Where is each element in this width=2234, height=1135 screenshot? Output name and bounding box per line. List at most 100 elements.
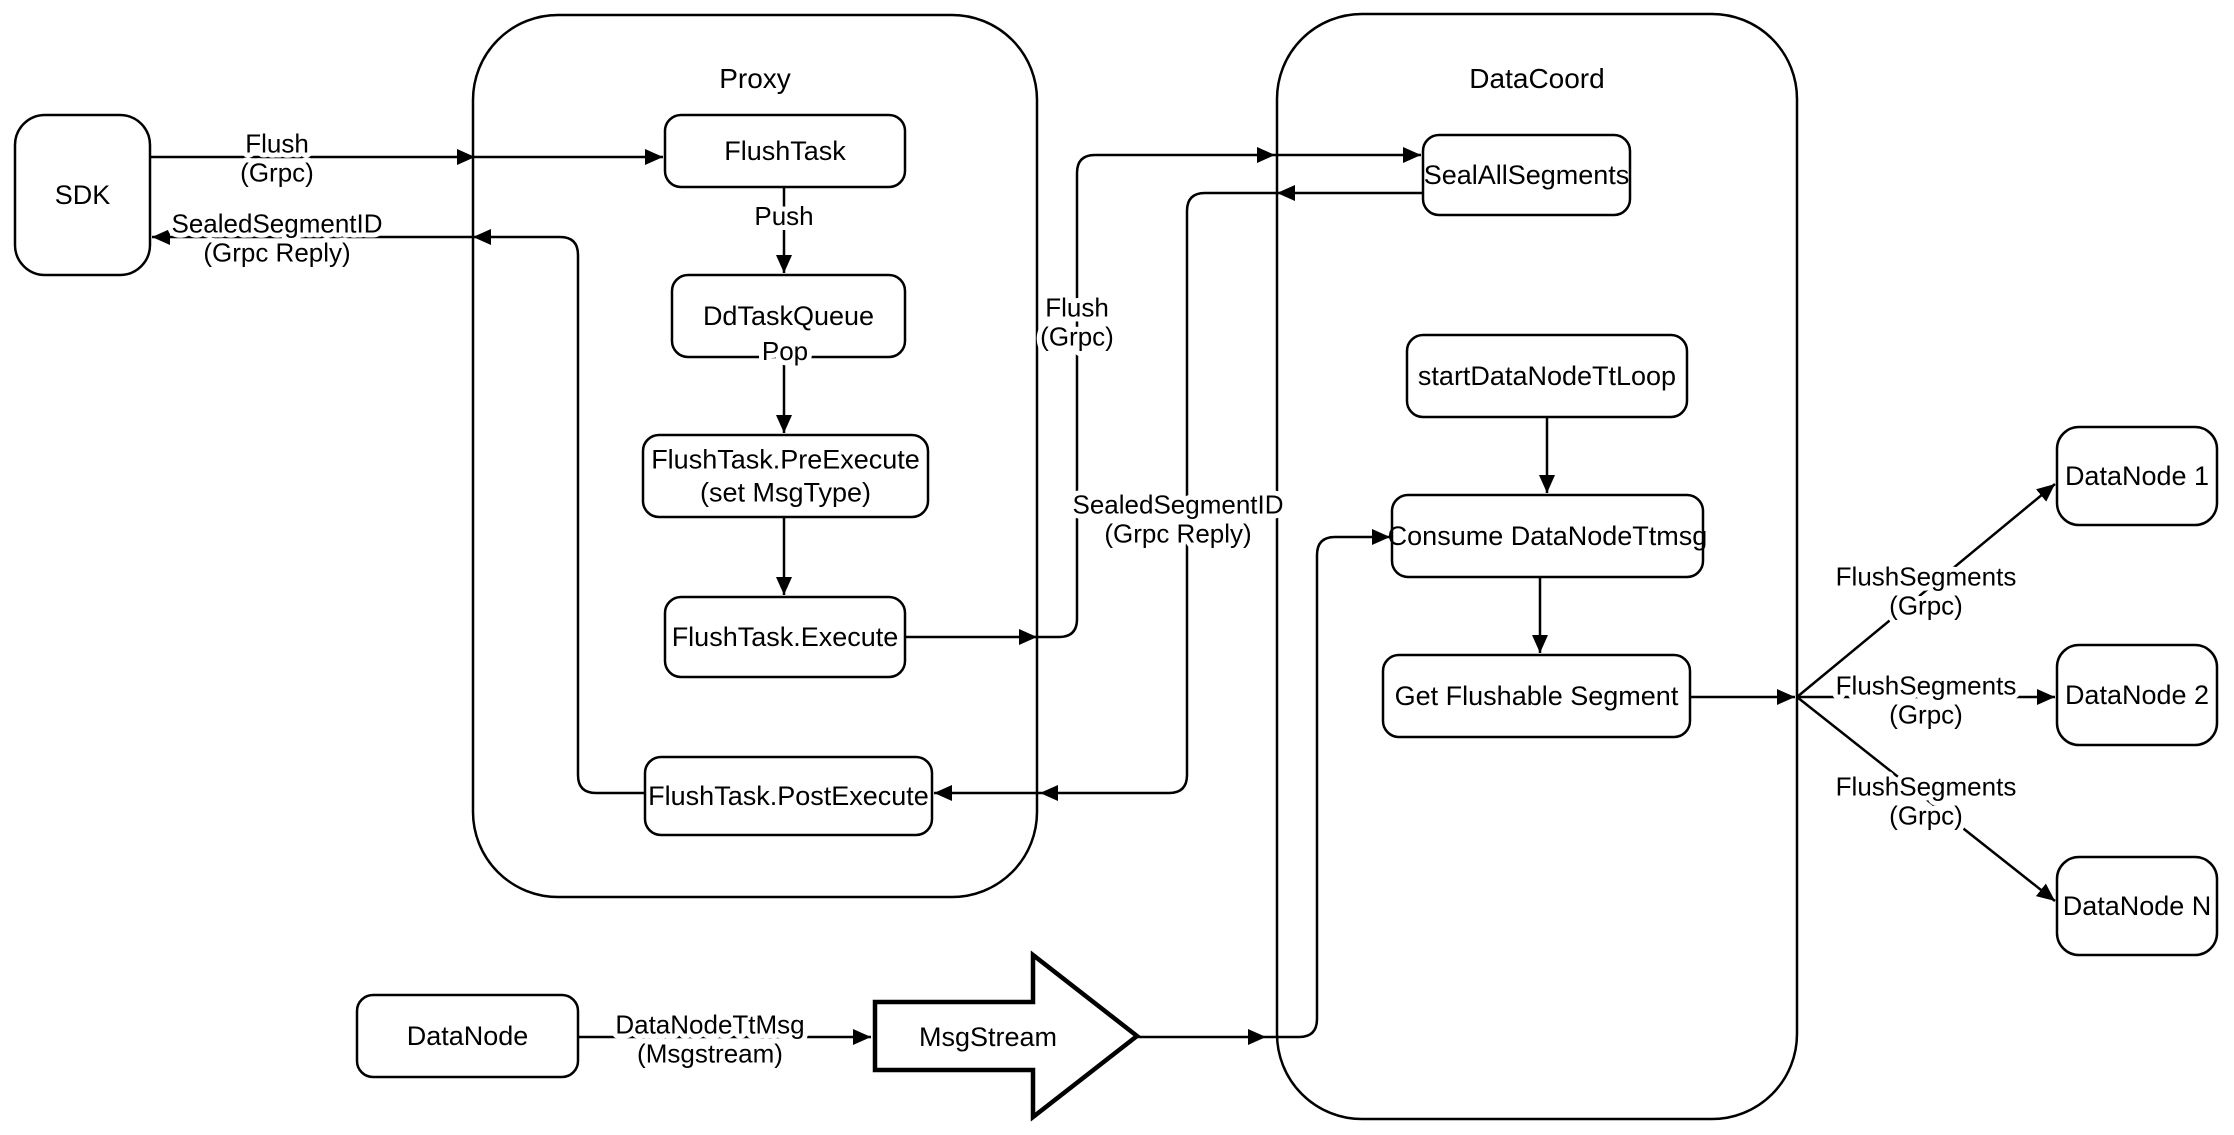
label-flush-grpc-mid-line: Flush [1045, 293, 1109, 323]
label-sealedsegmentid-mid-line: SealedSegmentID [1072, 490, 1283, 520]
node-flushtask: FlushTask [663, 113, 907, 189]
node-datanode-n-box [2055, 855, 2219, 957]
node-sealallsegments-box [1421, 133, 1632, 217]
label-flush-grpc-sdk-line: Flush [245, 129, 309, 159]
edge-postexecute-to-sdk [152, 229, 645, 795]
node-datanode-2-box [2055, 643, 2219, 747]
node-sdk-label-line: SDK [55, 180, 111, 210]
node-sealallsegments: SealAllSegments [1421, 133, 1632, 217]
edge-junction-to-datanoden-path [1796, 696, 2056, 902]
msgstream-shape-label-line: MsgStream [919, 1022, 1057, 1052]
edge-sealallsegments-to-postexecute-crossing-arrowhead-icon [1040, 785, 1058, 801]
node-datanode-bottom-label: DataNode [407, 1021, 529, 1051]
edge-execute-to-sealallsegments-crossing-arrowhead-icon [1019, 629, 1037, 645]
node-datanode-2: DataNode 2 [2055, 643, 2219, 747]
label-sealedsegmentid-sdk: SealedSegmentID(Grpc Reply) [171, 209, 382, 268]
node-ddtaskqueue-box [670, 273, 907, 359]
node-sdk: SDK [13, 113, 152, 277]
node-flushtask-box [663, 113, 907, 189]
node-get-flushable-segment-label: Get Flushable Segment [1395, 681, 1679, 711]
edge-execute-to-sealallsegments [905, 147, 1421, 645]
label-flush-grpc-mid: Flush(Grpc) [1040, 293, 1114, 352]
edge-junction-to-datanode1 [1796, 483, 2056, 698]
datacoord-container: DataCoord [1275, 12, 1799, 1121]
node-datanode-2-label-line: DataNode 2 [2065, 680, 2209, 710]
edge-sdk-to-flushtask-crossing-arrowhead-icon [457, 149, 475, 165]
node-flushtask-postexecute-label-line: FlushTask.PostExecute [648, 781, 929, 811]
node-datanode-bottom-label-line: DataNode [407, 1021, 529, 1051]
node-sealallsegments-label: SealAllSegments [1424, 160, 1630, 190]
label-flush-grpc-sdk-line: (Grpc) [240, 158, 314, 188]
node-datanode-1-label-line: DataNode 1 [2065, 461, 2209, 491]
node-datanode-n-label-line: DataNode N [2063, 891, 2212, 921]
node-datanode-n-label: DataNode N [2063, 891, 2212, 921]
edge-sealallsegments-to-postexecute [934, 185, 1423, 801]
label-flushsegments-3-line: (Grpc) [1889, 801, 1963, 831]
node-consume-datanodettmsg-label: Consume DataNodeTtmsg [1388, 521, 1708, 551]
edge-sealallsegments-to-postexecute-path [934, 191, 1423, 801]
label-flushsegments-1: FlushSegments(Grpc) [1836, 562, 2017, 621]
node-get-flushable-segment: Get Flushable Segment [1381, 653, 1692, 739]
node-datanode-1-box [2055, 425, 2219, 527]
node-sealallsegments-label-line: SealAllSegments [1424, 160, 1630, 190]
node-datanode-2-label: DataNode 2 [2065, 680, 2209, 710]
node-get-flushable-segment-label-line: Get Flushable Segment [1395, 681, 1679, 711]
node-flushtask-preexecute: FlushTask.PreExecute(set MsgType) [641, 433, 930, 519]
node-consume-datanodettmsg-box [1390, 493, 1705, 579]
node-startdatanodettloop: startDataNodeTtLoop [1405, 333, 1689, 419]
node-startdatanodettloop-label: startDataNodeTtLoop [1418, 361, 1676, 391]
node-flushtask-label: FlushTask [724, 136, 846, 166]
label-pop-line: Pop [762, 336, 808, 366]
edge-junction-to-datanode1-path [1796, 483, 2056, 698]
node-consume-datanodettmsg-label-line: Consume DataNodeTtmsg [1388, 521, 1708, 551]
node-datanode-bottom-box [355, 993, 580, 1079]
node-sdk-label: SDK [55, 180, 111, 210]
label-datanodettmsg: DataNodeTtMsg(Msgstream) [615, 1010, 804, 1069]
label-datanodettmsg-line: DataNodeTtMsg [615, 1010, 804, 1040]
msgstream-shape-outline [872, 950, 1141, 1122]
node-flushtask-label-line: FlushTask [724, 136, 846, 166]
edge-execute-to-sealallsegments-path [905, 147, 1421, 639]
node-flushtask-postexecute-label: FlushTask.PostExecute [648, 781, 929, 811]
label-flushsegments-1-line: FlushSegments [1836, 562, 2017, 592]
node-flushtask-postexecute: FlushTask.PostExecute [643, 755, 934, 837]
node-ddtaskqueue: DdTaskQueue [670, 273, 907, 359]
label-sealedsegmentid-sdk-line: SealedSegmentID [171, 209, 382, 239]
msgstream-shape-label: MsgStream [919, 1022, 1057, 1052]
edge-postexecute-to-sdk-crossing-arrowhead-icon [473, 229, 491, 245]
proxy-container-title: Proxy [719, 63, 791, 94]
edge-msgstream-to-consume-crossing-arrowhead-icon [1248, 1029, 1266, 1045]
label-flushsegments-2-line: (Grpc) [1889, 700, 1963, 730]
datacoord-container-title: DataCoord [1469, 63, 1604, 94]
label-flushsegments-1-line: (Grpc) [1889, 591, 1963, 621]
node-flushtask-execute: FlushTask.Execute [663, 595, 907, 679]
proxy-container: Proxy [471, 13, 1039, 899]
node-flushtask-postexecute-box [643, 755, 934, 837]
node-datanode-1-label: DataNode 1 [2065, 461, 2209, 491]
proxy-container-title-line: Proxy [719, 63, 791, 94]
node-flushtask-preexecute-box [641, 433, 930, 519]
node-startdatanodettloop-box [1405, 333, 1689, 419]
node-sdk-box [13, 113, 152, 277]
label-flush-grpc-sdk: Flush(Grpc) [240, 129, 314, 188]
datacoord-container-frame [1275, 12, 1799, 1121]
node-consume-datanodettmsg: Consume DataNodeTtmsg [1388, 493, 1708, 579]
node-datanode-bottom: DataNode [355, 993, 580, 1079]
node-ddtaskqueue-label: DdTaskQueue [703, 301, 874, 331]
node-ddtaskqueue-label-line: DdTaskQueue [703, 301, 874, 331]
node-flushtask-execute-label-line: FlushTask.Execute [672, 622, 899, 652]
node-flushtask-preexecute-label-line: FlushTask.PreExecute [651, 445, 920, 475]
edge-sdk-to-flushtask [150, 149, 663, 165]
edge-execute-to-sealallsegments-crossing-arrowhead-icon [1257, 147, 1275, 163]
label-sealedsegmentid-sdk-line: (Grpc Reply) [203, 238, 350, 268]
edge-msgstream-to-consume-path [1137, 529, 1390, 1039]
edge-postexecute-to-sdk-path [152, 229, 645, 795]
node-flushtask-preexecute-label: FlushTask.PreExecute(set MsgType) [651, 445, 920, 508]
edge-msgstream-to-consume [1137, 529, 1390, 1045]
label-sealedsegmentid-mid-line: (Grpc Reply) [1104, 519, 1251, 549]
proxy-container-frame [471, 13, 1039, 899]
label-datanodettmsg-line: (Msgstream) [637, 1039, 783, 1069]
edge-sealallsegments-to-postexecute-crossing-arrowhead-icon [1277, 185, 1295, 201]
